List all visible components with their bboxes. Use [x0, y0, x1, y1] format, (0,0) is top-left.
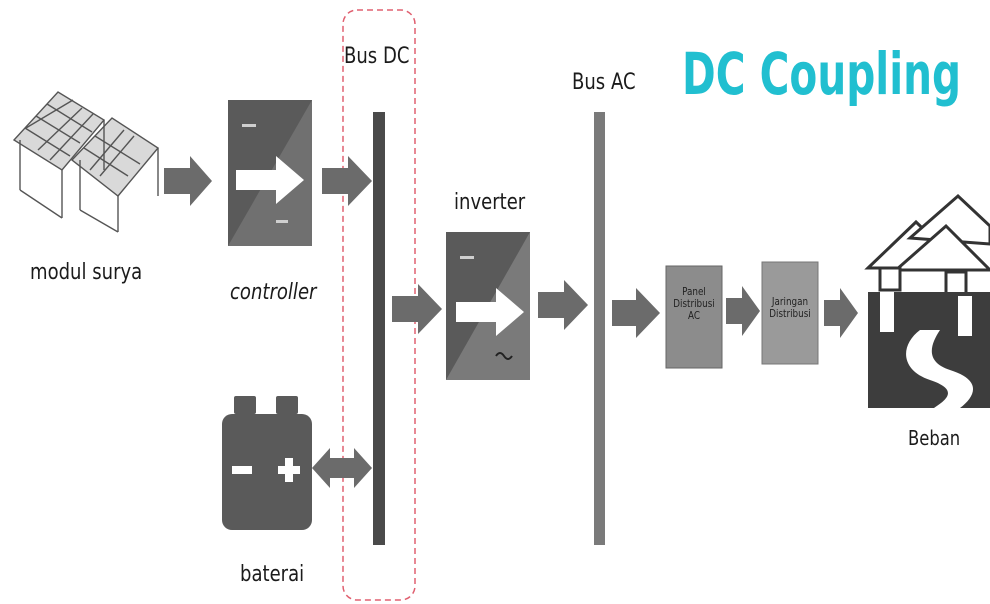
controller-icon	[228, 100, 312, 246]
arrow-solar-to-controller	[164, 156, 212, 206]
arrow-inverter-to-bus-ac	[538, 280, 588, 330]
battery-icon	[222, 396, 312, 530]
jaringan-distribusi-box	[761, 261, 819, 365]
arrow-controller-to-bus	[322, 156, 372, 206]
arrow-bus-to-inverter	[392, 284, 442, 334]
arrow-panel-to-network	[726, 286, 760, 336]
battery-label: baterai	[240, 562, 305, 587]
inverter-icon	[446, 232, 530, 380]
network-line-1: Jaringan	[771, 295, 809, 308]
arrow-battery-bus	[312, 448, 372, 488]
bus-dc-label: Bus DC	[344, 44, 410, 69]
bus-dc-highlight	[342, 9, 416, 601]
arrow-bus-ac-to-panel	[612, 288, 660, 338]
houses-icon	[864, 193, 990, 408]
panel-distribusi-label: Panel Distribusi AC	[672, 286, 717, 322]
arrow-network-to-load	[824, 288, 858, 338]
solar-label: modul surya	[30, 260, 143, 285]
panel-line-3: AC	[687, 309, 700, 322]
jaringan-distribusi-label: Jaringan Distribusi	[768, 296, 813, 320]
diagram-title: DC Coupling	[682, 40, 962, 108]
bus-ac-label: Bus AC	[572, 70, 636, 95]
inverter-label: inverter	[454, 190, 526, 215]
panel-line-2: Distribusi	[673, 297, 715, 310]
panel-distribusi-box	[665, 265, 723, 369]
network-line-2: Distribusi	[769, 307, 811, 320]
panel-line-1: Panel	[682, 285, 706, 298]
bus-dc-bar	[373, 112, 385, 545]
controller-label: controller	[230, 280, 317, 305]
bus-ac-bar	[594, 112, 605, 545]
load-label: Beban	[908, 426, 961, 450]
solar-panel-icon	[12, 91, 160, 233]
